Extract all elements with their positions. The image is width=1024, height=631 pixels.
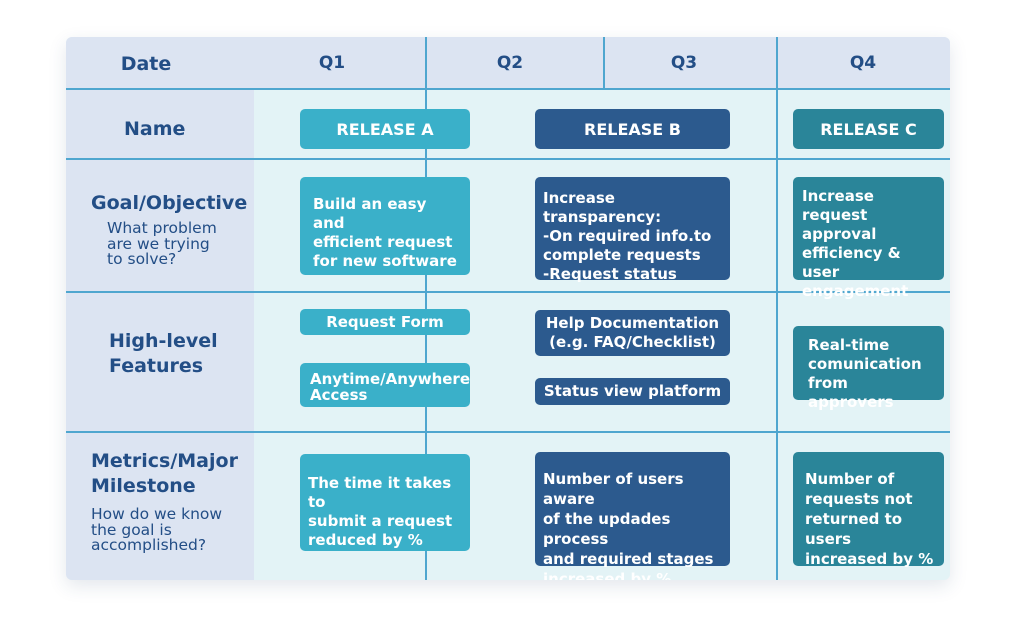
- release-b-name: RELEASE B: [535, 109, 730, 149]
- release-c-name: RELEASE C: [793, 109, 944, 149]
- release-c-metric: Number of requests not returned to users…: [793, 452, 944, 568]
- header-q2: Q2: [496, 53, 524, 73]
- header-q1: Q1: [318, 53, 346, 73]
- header-q3: Q3: [670, 53, 698, 73]
- release-c-name-text: RELEASE C: [820, 119, 917, 139]
- release-c-feature-1: Real-time comunication from approvers: [793, 326, 944, 411]
- release-b-metric-text: Number of users aware of the updades pro…: [543, 470, 714, 580]
- row-label-name: Name: [124, 118, 186, 140]
- release-a-feature-1-text: Request Form: [326, 312, 444, 331]
- release-c-metric-text: Number of requests not returned to users…: [805, 470, 934, 568]
- row-sublabel-goal: What problem are we trying to solve?: [107, 219, 217, 268]
- grid-line-h4: [66, 431, 950, 433]
- release-b-name-text: RELEASE B: [584, 119, 681, 139]
- release-a-feature-2: Anytime/Anywhere Access: [300, 363, 470, 407]
- release-a-feature-2-text: Anytime/Anywhere Access: [310, 370, 471, 404]
- grid-line-v2: [603, 37, 605, 89]
- grid-line-h1: [66, 88, 950, 90]
- release-a-name: RELEASE A: [300, 109, 470, 149]
- release-c-goal: Increase request approval efficiency & u…: [793, 177, 944, 300]
- header-date: Date: [120, 53, 172, 75]
- row-label-features: High-level Features: [109, 330, 218, 377]
- release-a-goal-text: Build an easy and efficient request for …: [313, 195, 457, 270]
- release-b-feature-2: Status view platform: [535, 378, 730, 405]
- release-a-goal: Build an easy and efficient request for …: [300, 177, 470, 275]
- release-a-feature-1: Request Form: [300, 309, 470, 335]
- header-q4: Q4: [849, 53, 877, 73]
- release-a-metric: The time it takes to submit a request re…: [300, 454, 470, 551]
- release-b-feature-1-text: Help Documentation (e.g. FAQ/Checklist): [545, 314, 720, 351]
- release-c-goal-text: Increase request approval efficiency & u…: [802, 187, 909, 300]
- roadmap-table: Date Q1 Q2 Q3 Q4 Name Goal/Objective Wha…: [66, 37, 950, 580]
- release-b-goal: Increase transparency: -On required info…: [535, 177, 730, 283]
- grid-line-h2: [66, 158, 950, 160]
- release-c-feature-1-text: Real-time comunication from approvers: [808, 336, 922, 411]
- release-b-feature-1: Help Documentation (e.g. FAQ/Checklist): [535, 310, 730, 356]
- row-label-goal: Goal/Objective: [91, 192, 248, 214]
- row-sublabel-metrics: How do we know the goal is accomplished?: [91, 505, 223, 554]
- release-a-name-text: RELEASE A: [336, 119, 434, 139]
- grid-line-v3: [776, 37, 778, 580]
- grid-line-v1: [425, 37, 427, 580]
- row-label-metrics: Metrics/Major Milestone: [91, 450, 238, 497]
- label-column-band: [66, 89, 254, 580]
- grid-line-h3: [66, 291, 950, 293]
- release-a-metric-text: The time it takes to submit a request re…: [308, 474, 453, 549]
- header-row-band: [66, 37, 950, 89]
- release-b-goal-text: Increase transparency: -On required info…: [543, 189, 712, 283]
- release-b-metric: Number of users aware of the updades pro…: [535, 452, 730, 580]
- release-b-feature-2-text: Status view platform: [543, 382, 722, 400]
